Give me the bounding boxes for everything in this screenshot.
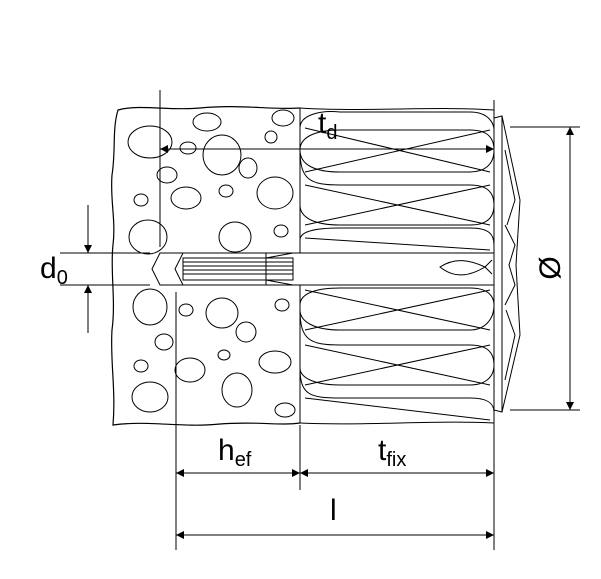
concrete-substrate bbox=[111, 105, 301, 426]
dimension-lines bbox=[60, 90, 580, 550]
aggregate-stones bbox=[127, 109, 296, 418]
label-d0: d0 bbox=[40, 252, 68, 289]
label-td: td bbox=[318, 107, 337, 144]
insulation-anchor bbox=[151, 115, 521, 413]
label-tfix: tfix bbox=[378, 434, 406, 471]
label-hef: hef bbox=[218, 434, 252, 471]
label-l: l bbox=[330, 494, 337, 527]
label-diameter: Ø bbox=[534, 256, 567, 279]
